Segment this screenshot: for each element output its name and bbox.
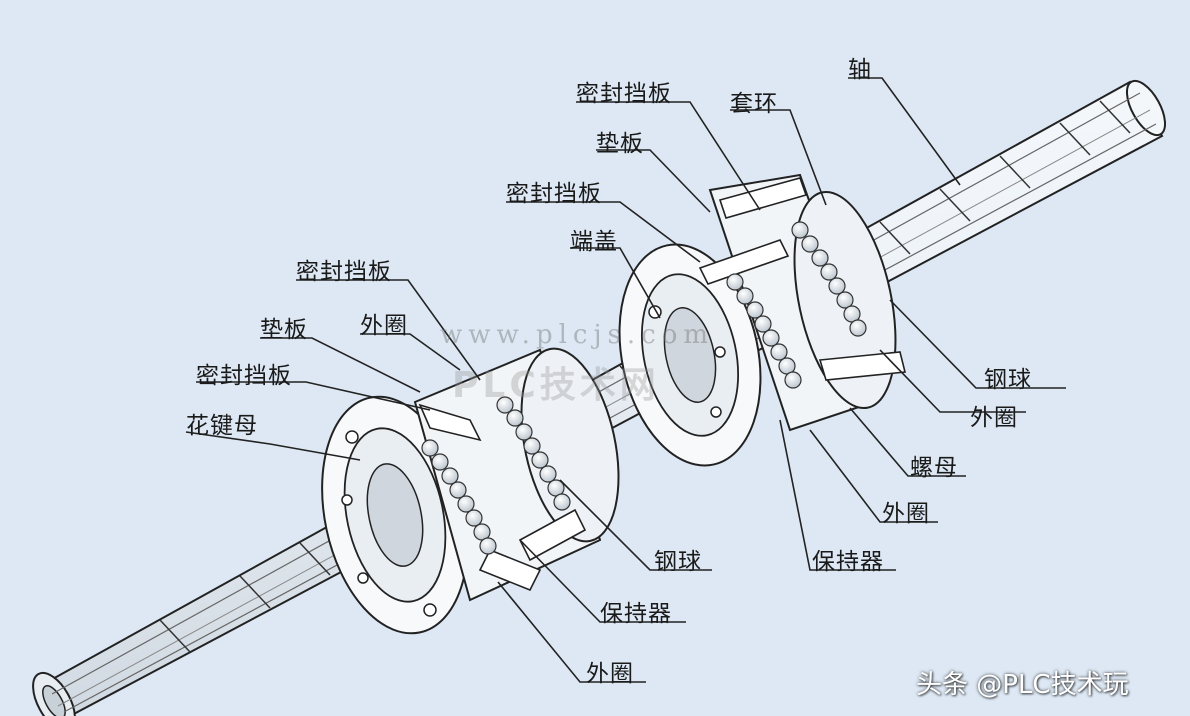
label-seal-plate-top-right: 密封挡板 xyxy=(576,81,672,107)
label-shaft: 轴 xyxy=(848,57,872,83)
watermark-url: www.plcjs.com xyxy=(440,320,715,350)
label-steel-ball-right: 钢球 xyxy=(984,367,1032,393)
right-ball-nut xyxy=(618,173,907,467)
watermark-name: PLC技术网 xyxy=(452,365,660,406)
label-shim-right: 垫板 xyxy=(596,131,644,157)
label-seal-plate-left-top: 密封挡板 xyxy=(296,259,392,285)
leader-lines xyxy=(185,77,1066,683)
label-seal-plate-left-mid: 密封挡板 xyxy=(196,363,292,389)
label-steel-ball-left: 钢球 xyxy=(654,549,702,575)
label-end-cap: 端盖 xyxy=(570,229,618,255)
label-collar: 套环 xyxy=(730,91,778,117)
label-retainer-right: 保持器 xyxy=(812,549,884,575)
left-spline-nut xyxy=(321,347,620,635)
label-outer-ring-right-mid: 外圈 xyxy=(882,501,930,527)
label-seal-plate-mid-right: 密封挡板 xyxy=(506,181,602,207)
label-outer-ring-left-bottom: 外圈 xyxy=(586,661,634,687)
source-credit: 头条 @PLC技术玩 xyxy=(916,670,1129,700)
label-shim-left: 垫板 xyxy=(260,317,308,343)
label-nut: 螺母 xyxy=(910,455,958,481)
label-outer-ring-right-top: 外圈 xyxy=(970,405,1018,431)
label-outer-ring-left-top: 外圈 xyxy=(360,313,408,339)
label-spline-nut: 花键母 xyxy=(186,413,258,439)
label-retainer-left: 保持器 xyxy=(600,601,672,627)
